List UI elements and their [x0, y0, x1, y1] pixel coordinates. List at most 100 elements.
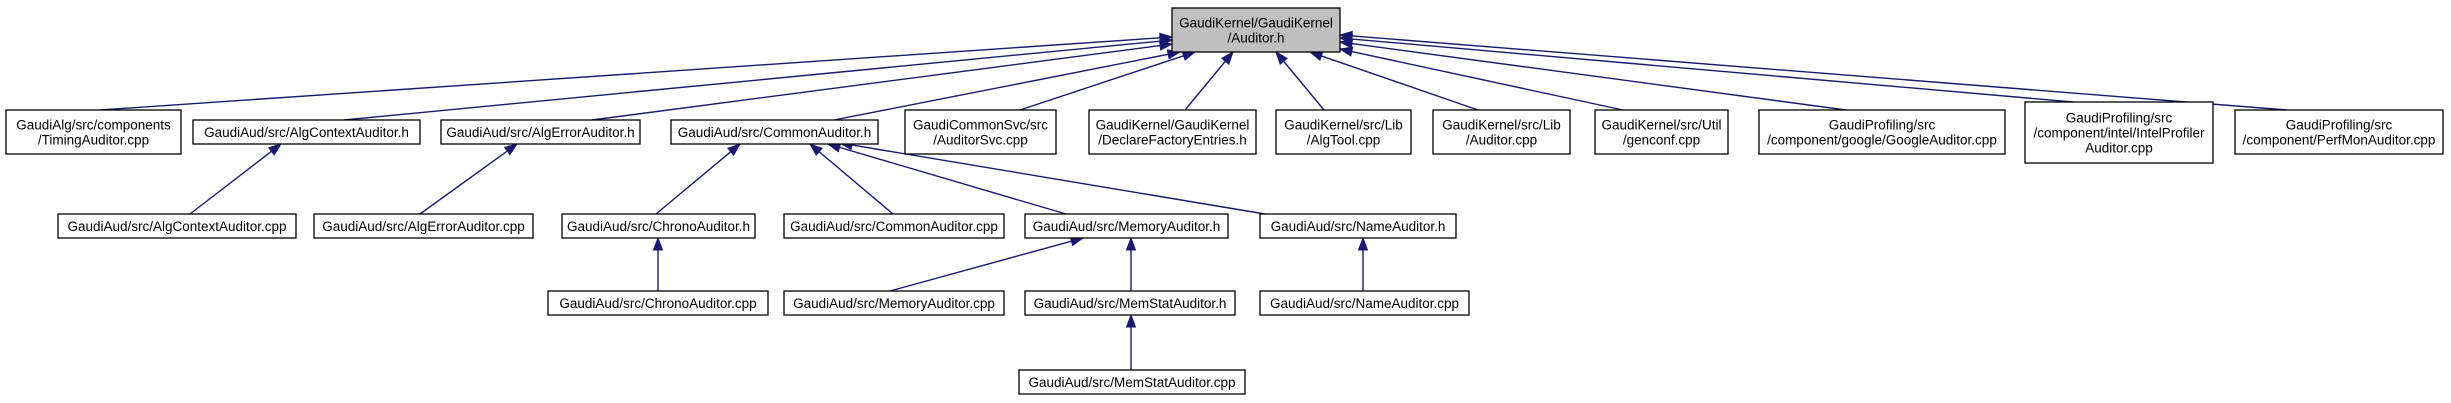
node-box [1088, 109, 1257, 155]
node-label-line: GaudiAlg/src/components [16, 118, 171, 133]
file-node-perfmon[interactable]: GaudiProfiling/src/component/PerfMonAudi… [2234, 109, 2444, 155]
node-label-line: GaudiKernel/GaudiKernel [1096, 118, 1250, 133]
node-box [547, 290, 769, 316]
node-box [1171, 7, 1341, 53]
file-node-name_h[interactable]: GaudiAud/src/NameAuditor.h [1259, 213, 1457, 239]
edge-arrowhead [1338, 46, 1354, 57]
node-label-line: GaudiAud/src/NameAuditor.h [1271, 219, 1446, 234]
node-label-line: GaudiProfiling/src [2286, 118, 2393, 133]
node-label-line: GaudiAud/src/MemStatAuditor.cpp [1028, 375, 1235, 390]
file-node-common_h[interactable]: GaudiAud/src/CommonAuditor.h [670, 119, 879, 145]
file-node-memstat_cpp[interactable]: GaudiAud/src/MemStatAuditor.cpp [1018, 369, 1246, 395]
edge-line [1283, 60, 1325, 111]
node-label-line: GaudiAud/src/CommonAuditor.h [678, 125, 872, 140]
edge-line [833, 53, 1169, 121]
file-node-memory_cpp[interactable]: GaudiAud/src/MemoryAuditor.cpp [783, 290, 1005, 316]
node-box [1024, 213, 1229, 239]
node-box [904, 109, 1057, 155]
edge-line [99, 37, 1161, 111]
edge-arrowhead [652, 236, 664, 251]
node-label-line: GaudiAud/src/MemoryAuditor.cpp [793, 296, 995, 311]
edge-line [591, 44, 1161, 121]
file-node-auditor_cpp[interactable]: GaudiKernel/src/Lib/Auditor.cpp [1432, 109, 1571, 155]
dependency-edge-google-to-root [1338, 38, 1847, 111]
edge-line [1351, 38, 2074, 103]
edge-line [1351, 50, 1624, 111]
node-label-line: /component/intel/IntelProfiler [2033, 126, 2205, 141]
dependency-edge-memory_cpp-to-memory_h [889, 236, 1085, 292]
edge-arrowhead [1357, 236, 1369, 251]
edge-line [1351, 35, 2288, 111]
file-node-auditorsvc[interactable]: GaudiCommonSvc/src/AuditorSvc.cpp [904, 109, 1057, 155]
file-node-memory_h[interactable]: GaudiAud/src/MemoryAuditor.h [1024, 213, 1229, 239]
edge-arrowhead [1308, 51, 1324, 62]
file-node-chrono_h[interactable]: GaudiAud/src/ChronoAuditor.h [561, 213, 756, 239]
dependency-edge-memstat_h-to-memory_h [1125, 236, 1137, 291]
file-node-chrono_cpp[interactable]: GaudiAud/src/ChronoAuditor.cpp [547, 290, 769, 316]
edge-arrowhead [1181, 50, 1197, 61]
edge-line [189, 150, 272, 215]
file-node-declarefactory[interactable]: GaudiKernel/GaudiKernel/DeclareFactoryEn… [1088, 109, 1257, 155]
node-label-line: /DeclareFactoryEntries.h [1098, 133, 1247, 148]
node-label-line: /AuditorSvc.cpp [933, 133, 1028, 148]
file-node-algctx_h[interactable]: GaudiAud/src/AlgContextAuditor.h [192, 119, 421, 145]
node-box [783, 213, 1005, 239]
edge-arrowhead [808, 143, 823, 157]
edge-arrowhead [267, 143, 283, 156]
dependency-edge-memstat_cpp-to-memstat_h [1125, 313, 1137, 370]
edge-line [818, 151, 894, 215]
edge-line [851, 144, 1266, 215]
node-label-line: GaudiAud/src/MemoryAuditor.h [1033, 219, 1221, 234]
edge-arrowhead [1221, 50, 1234, 65]
node-label-line: GaudiAud/src/CommonAuditor.cpp [790, 219, 998, 234]
node-box [783, 290, 1005, 316]
edge-line [1351, 42, 1847, 111]
node-label-line: GaudiProfiling/src [2066, 111, 2173, 126]
node-label-line: /component/google/GoogleAuditor.cpp [1767, 133, 1997, 148]
node-box [2024, 101, 2214, 164]
dependency-edge-chrono_cpp-to-chrono_h [652, 236, 664, 291]
file-node-algctx_cpp[interactable]: GaudiAud/src/AlgContextAuditor.cpp [57, 213, 297, 239]
node-box [1758, 109, 2006, 155]
dependency-edge-perfmon-to-root [1338, 30, 2288, 111]
file-node-name_cpp[interactable]: GaudiAud/src/NameAuditor.cpp [1259, 290, 1470, 316]
file-node-genconf[interactable]: GaudiKernel/src/Util/genconf.cpp [1594, 109, 1729, 155]
file-node-common_cpp[interactable]: GaudiAud/src/CommonAuditor.cpp [783, 213, 1005, 239]
edge-line [655, 151, 732, 215]
dependency-edge-algerr_cpp-to-algerr_h [419, 143, 519, 215]
node-box [1275, 109, 1412, 155]
dependency-edge-chrono_h-to-common_h [655, 143, 742, 215]
edge-arrowhead [727, 143, 742, 157]
dependency-edge-timing-to-root [99, 32, 1174, 111]
node-label-line: /component/PerfMonAuditor.cpp [2243, 133, 2436, 148]
node-label-line: GaudiAud/src/AlgErrorAuditor.h [446, 125, 634, 140]
file-node-memstat_h[interactable]: GaudiAud/src/MemStatAuditor.h [1024, 290, 1236, 316]
edges-layer [99, 30, 2288, 370]
node-label-line: /Auditor.cpp [1466, 133, 1537, 148]
dependency-edge-algctx_cpp-to-algctx_h [189, 143, 283, 215]
file-node-intel[interactable]: GaudiProfiling/src/component/intel/Intel… [2024, 101, 2214, 164]
node-label-line: /AlgTool.cpp [1307, 133, 1381, 148]
file-node-root[interactable]: GaudiKernel/GaudiKernel/Auditor.h [1171, 7, 1341, 53]
edge-line [1019, 55, 1184, 111]
file-node-algerr_h[interactable]: GaudiAud/src/AlgErrorAuditor.h [440, 119, 641, 145]
edge-line [1184, 60, 1226, 111]
file-node-algtool[interactable]: GaudiKernel/src/Lib/AlgTool.cpp [1275, 109, 1412, 155]
edge-arrowhead [1275, 50, 1288, 65]
file-node-timing[interactable]: GaudiAlg/src/components/TimingAuditor.cp… [5, 109, 182, 155]
node-box [561, 213, 756, 239]
node-label-line: /TimingAuditor.cpp [38, 133, 149, 148]
node-box [1024, 290, 1236, 316]
dependency-edge-name_cpp-to-name_h [1357, 236, 1369, 291]
edge-arrowhead [1125, 313, 1137, 328]
node-box [1018, 369, 1246, 395]
node-box [1259, 213, 1457, 239]
edge-line [343, 40, 1161, 121]
node-label-line: GaudiCommonSvc/src [913, 118, 1048, 133]
node-box [440, 119, 641, 145]
file-node-google[interactable]: GaudiProfiling/src/component/google/Goog… [1758, 109, 2006, 155]
edge-line [889, 240, 1072, 292]
node-label-line: GaudiAud/src/ChronoAuditor.h [567, 219, 750, 234]
file-node-algerr_cpp[interactable]: GaudiAud/src/AlgErrorAuditor.cpp [313, 213, 534, 239]
